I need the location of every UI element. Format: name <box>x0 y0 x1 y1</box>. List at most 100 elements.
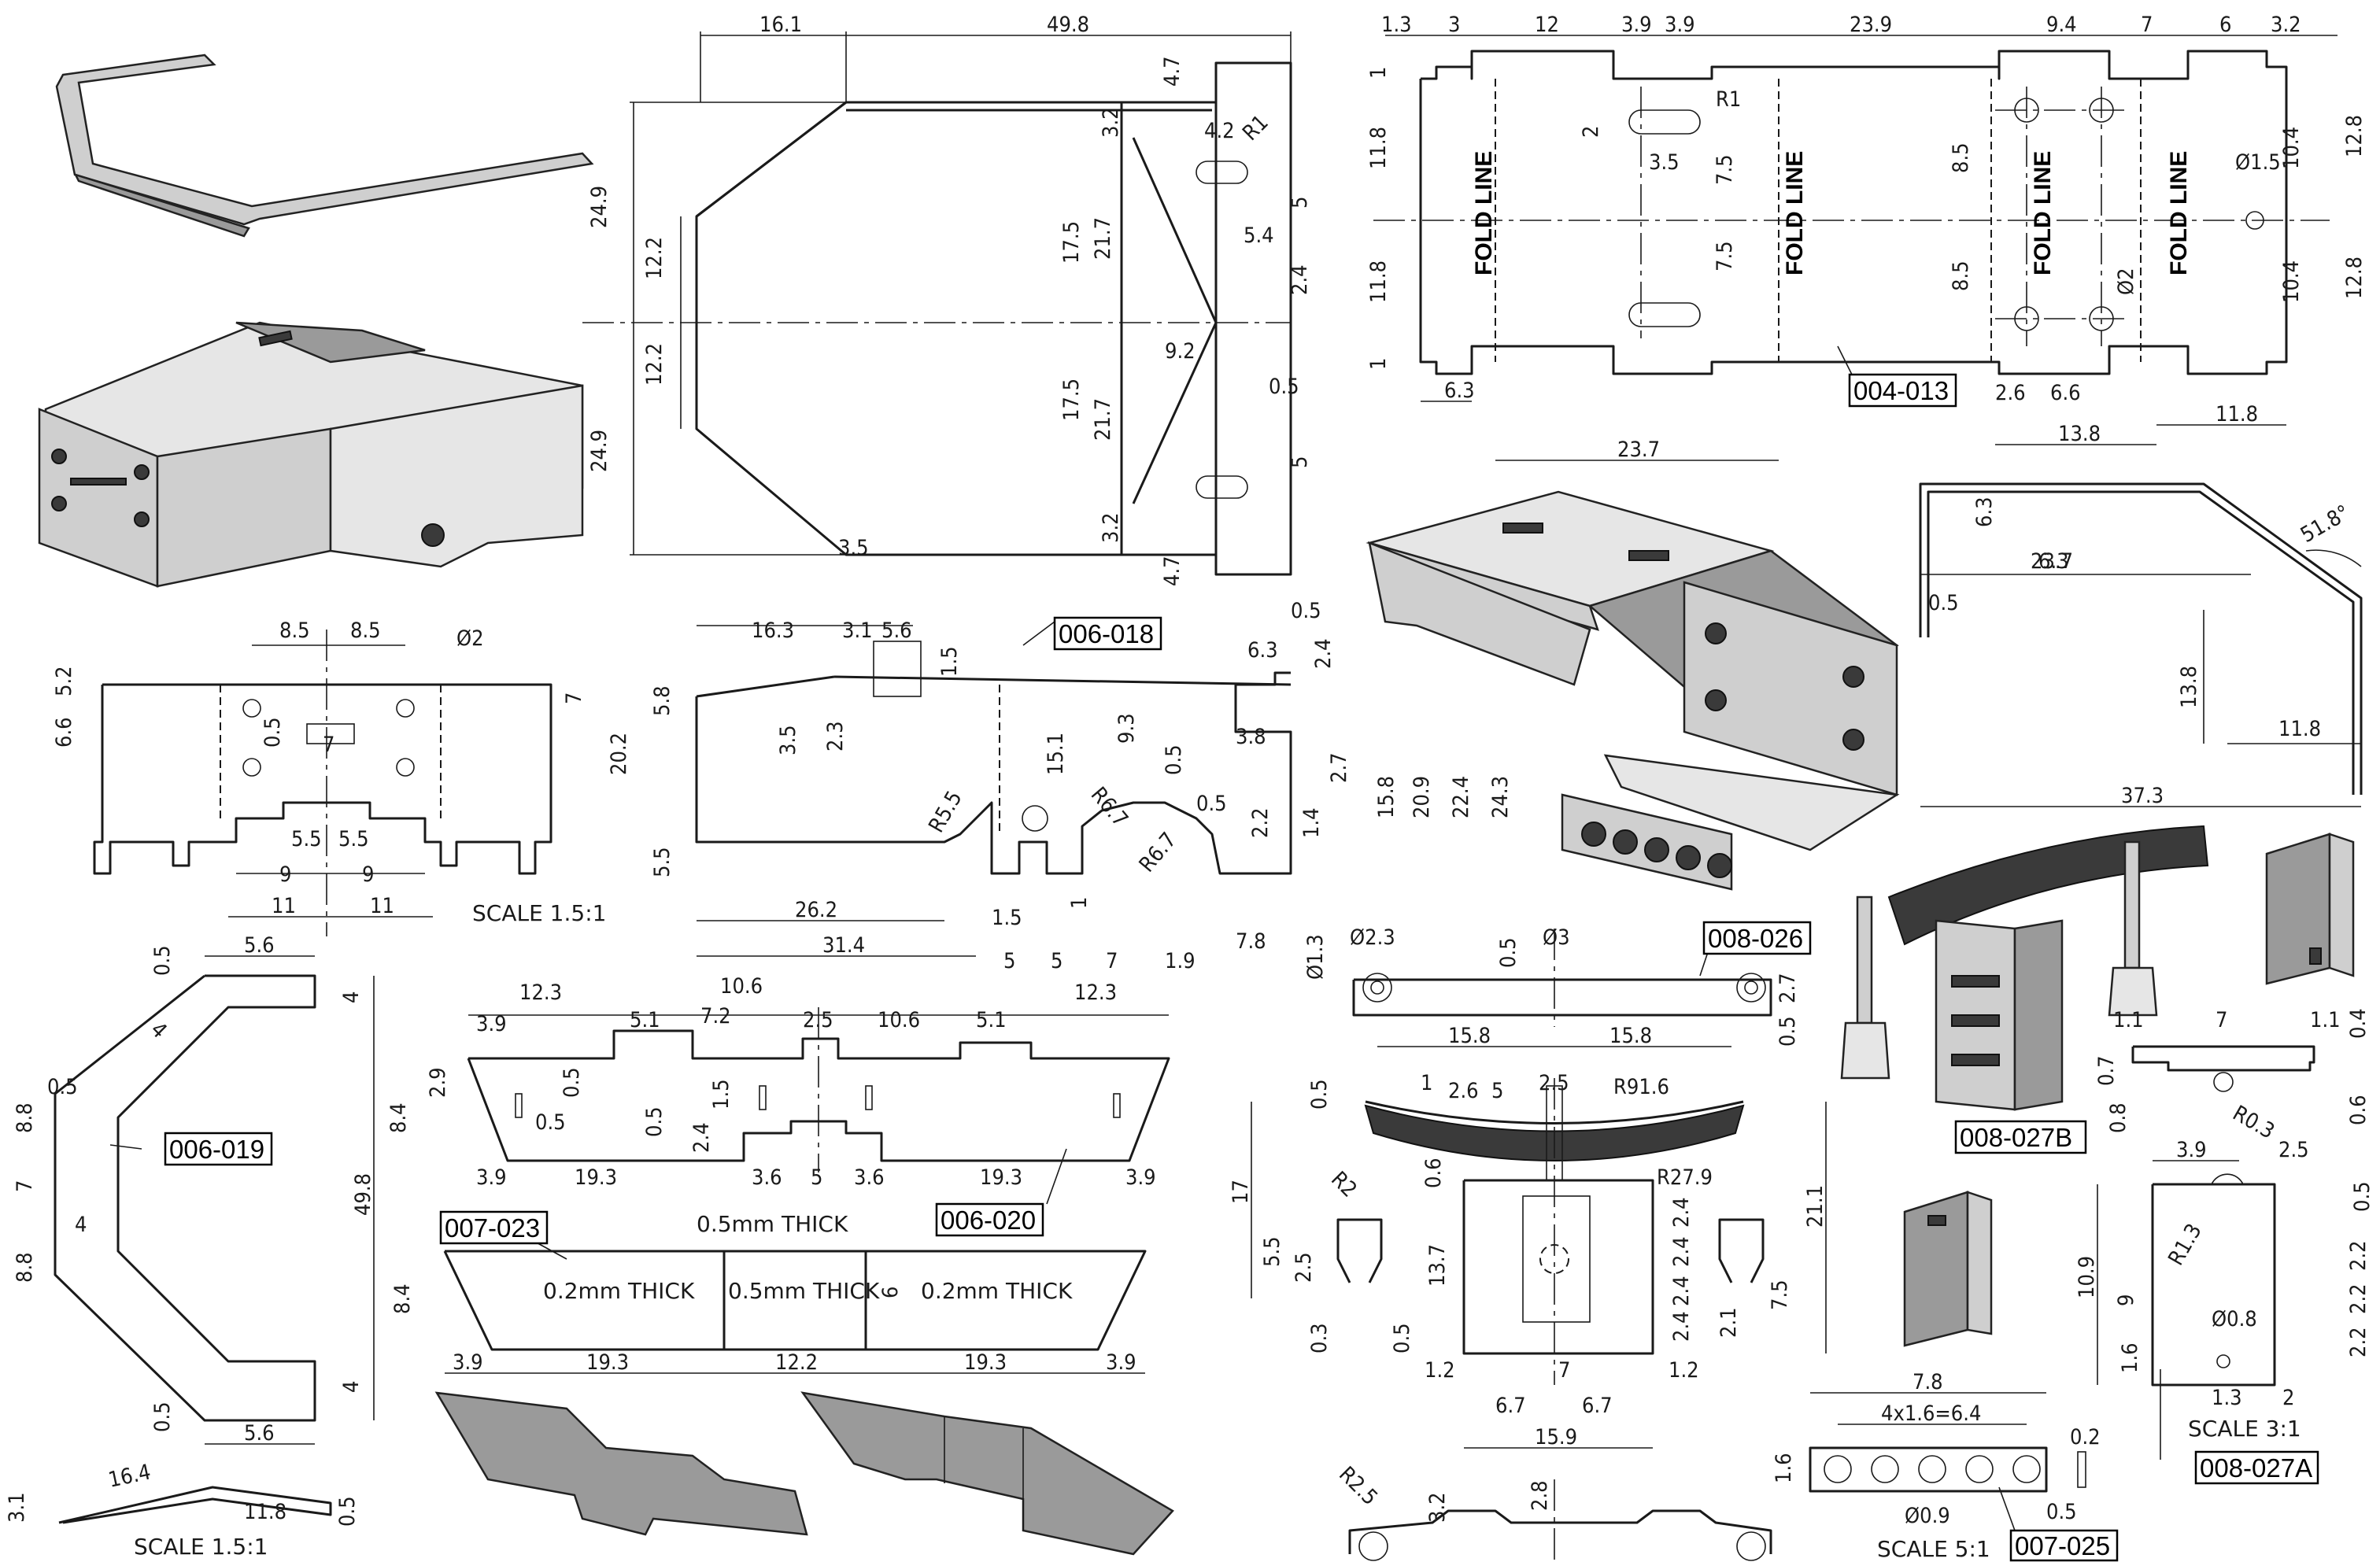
dim-0-5-sv: 0.5 <box>1291 599 1321 623</box>
label-004-013: 004-013 <box>1853 376 1949 405</box>
dim-0-5-front: 0.5 <box>261 717 285 748</box>
dim-0-5-026-a: 0.5 <box>1496 937 1521 968</box>
dim-2-4-026-d: 2.4 <box>1669 1311 1694 1342</box>
dim-2-2-c: 2.2 <box>2346 1327 2371 1357</box>
dim-dia0-9: Ø0.9 <box>1905 1504 1950 1528</box>
dim-24-9-b: 24.9 <box>587 430 612 472</box>
dim-5-5-front-b: 5.5 <box>338 827 369 851</box>
dim-1-3: 1.3 <box>1381 13 1412 37</box>
dim-19-3-020-b: 19.3 <box>980 1165 1022 1190</box>
part-007-023: 0.2mm THICK 0.5mm THICK 0.2mm THICK 6 8.… <box>390 1210 1147 1375</box>
dim-dia3: Ø3 <box>1543 925 1570 950</box>
dim-0-6-027: 0.6 <box>2346 1095 2371 1125</box>
dim-r6-7-a: R6.7 <box>1086 783 1133 832</box>
dim-1-026: 1 <box>1421 1071 1432 1095</box>
dim-3-9-020-a: 3.9 <box>476 1012 507 1036</box>
dim-5-6-019-b: 5.6 <box>244 1421 275 1446</box>
dim-0-5: 0.5 <box>1269 375 1299 399</box>
dim-9-front-a: 9 <box>279 862 291 887</box>
dim-24-3: 24.3 <box>1488 776 1513 818</box>
dim-0-5-026-d: 0.5 <box>1390 1323 1414 1353</box>
dim-16-4: 16.4 <box>106 1460 153 1493</box>
dim-1-2-026-b: 1.2 <box>1669 1358 1699 1383</box>
top-frame-view: 16.1 49.8 24.9 24.9 12.2 12.2 17.5 17.5 … <box>582 13 1312 586</box>
dim-r6-7-b: R6.7 <box>1135 828 1181 877</box>
dim-5-1-b: 5.1 <box>976 1008 1007 1032</box>
part-006-020: 12.3 10.6 3.9 5.1 7.2 2.5 10.6 5.1 12.3 … <box>386 974 1170 1237</box>
dim-11-front-a: 11 <box>272 894 296 918</box>
dim-0-5-020-b: 0.5 <box>535 1110 566 1135</box>
dim-4-2: 4.2 <box>1204 119 1235 143</box>
dim-1-9: 1.9 <box>1165 949 1196 973</box>
dim-13-8-side: 13.8 <box>2177 666 2201 708</box>
dim-5-020: 5 <box>811 1165 822 1190</box>
dim-1-5-sv-b: 1.5 <box>992 906 1022 930</box>
dim-7-sv: 7 <box>1106 949 1118 973</box>
dim-10-6-a: 10.6 <box>720 974 763 999</box>
dim-0-5-sv-c: 0.5 <box>1196 792 1227 816</box>
dim-7-5-026: 7.5 <box>1768 1280 1792 1310</box>
dim-7: 7 <box>2141 13 2153 37</box>
dim-0-4-027: 0.4 <box>2346 1008 2371 1039</box>
dim-0-5-019-c: 0.5 <box>150 1401 175 1432</box>
front-view: 8.5 8.5 Ø2 5.2 6.6 7 0.5 7 5.5 5.5 9 9 1… <box>52 619 606 936</box>
iso-bent-strip <box>55 54 594 238</box>
dim-4-019-d: 4 <box>339 1381 364 1393</box>
dim-26-2: 26.2 <box>795 898 837 922</box>
dim-8-5-b: 8.5 <box>1949 260 1973 291</box>
iso-bent-bracket <box>1366 490 1900 851</box>
dim-12-8-b: 12.8 <box>2342 257 2367 299</box>
dim-11-8-side: 11.8 <box>2278 717 2321 741</box>
dim-2-4-026-a: 2.4 <box>1669 1197 1694 1228</box>
dim-2-2-a: 2.2 <box>2346 1240 2371 1271</box>
flat-plate-004-013: FOLD LINE FOLD LINE FOLD LINE FOLD LINE … <box>1366 13 2367 462</box>
dim-3-5-top: 3.5 <box>838 536 869 560</box>
dim-r1: R1 <box>1238 110 1273 146</box>
dim-angle-51-8: 51.8° <box>2297 500 2354 548</box>
dim-7-8-025: 7.8 <box>1913 1370 1943 1394</box>
note-scale-1-5-a: SCALE 1.5:1 <box>472 900 606 926</box>
dim-1-4-sv: 1.4 <box>1299 807 1324 838</box>
dim-10-4-b: 10.4 <box>2279 260 2304 303</box>
dim-5-b: 5 <box>1288 456 1312 468</box>
dim-3-6-b: 3.6 <box>854 1165 885 1190</box>
dim-6-3-side-v: 6.3 <box>1972 497 1997 527</box>
note-scale-3-1: SCALE 3:1 <box>2188 1416 2301 1442</box>
dim-11-8-a: 11.8 <box>1366 127 1391 169</box>
dim-0-5-025: 0.5 <box>2046 1500 2077 1524</box>
dim-8-5-front-b: 8.5 <box>350 619 381 643</box>
dim-4-7-a: 4.7 <box>1160 56 1184 87</box>
dim-12-3-b: 12.3 <box>1074 980 1117 1005</box>
part-008-027: 1.1 7 1.1 0.4 0.7 0.8 R0.3 0.6 3.9 2.5 0… <box>1903 1008 2374 1485</box>
dim-6-3-side: 6.3 <box>2038 549 2069 574</box>
dim-6-023: 6 <box>878 1287 903 1298</box>
dim-r5-5: R5.5 <box>924 787 967 837</box>
dim-0-5-026-b: 0.5 <box>1776 1016 1800 1047</box>
dim-4x1-6: 4x1.6=6.4 <box>1881 1401 1981 1426</box>
dim-2-1-026: 2.1 <box>1717 1307 1741 1338</box>
dim-19-3-023-b: 19.3 <box>964 1350 1007 1375</box>
label-006-018: 006-018 <box>1059 619 1154 648</box>
part-007-025: 7.8 4x1.6=6.4 0.2 1.6 Ø0.9 0.5 SCALE 5:1… <box>1772 1370 2119 1562</box>
dim-5-5-sv: 5.5 <box>650 847 674 877</box>
dim-9-2: 9.2 <box>1165 339 1196 364</box>
dim-17-026: 17 <box>1229 1180 1253 1204</box>
dim-r2-026: R2 <box>1326 1167 1362 1202</box>
dim-1-3-027: 1.3 <box>2212 1386 2242 1410</box>
dim-1-b: 1 <box>1366 358 1391 370</box>
dim-6-7-026-a: 6.7 <box>1495 1394 1526 1418</box>
dim-23-7-plate: 23.7 <box>1617 438 1660 462</box>
dim-3-6-a: 3.6 <box>752 1165 782 1190</box>
dim-5-6-019-a: 5.6 <box>244 933 275 958</box>
dim-5-6: 5.6 <box>881 619 912 643</box>
dim-0-2-025: 0.2 <box>2070 1425 2101 1449</box>
dim-17-5-b: 17.5 <box>1059 378 1084 421</box>
fold-line-4: FOLD LINE <box>2166 151 2192 275</box>
dim-17-5-a: 17.5 <box>1059 221 1084 264</box>
dim-dia2-front: Ø2 <box>456 626 484 651</box>
label-008-027B: 008-027B <box>1960 1123 2072 1152</box>
dim-6-7-026-b: 6.7 <box>1582 1394 1613 1418</box>
dim-23-9: 23.9 <box>1850 13 1892 37</box>
note-scale-1-5-b: SCALE 1.5:1 <box>134 1534 268 1560</box>
dim-dia1-3: Ø1.3 <box>1303 934 1328 980</box>
